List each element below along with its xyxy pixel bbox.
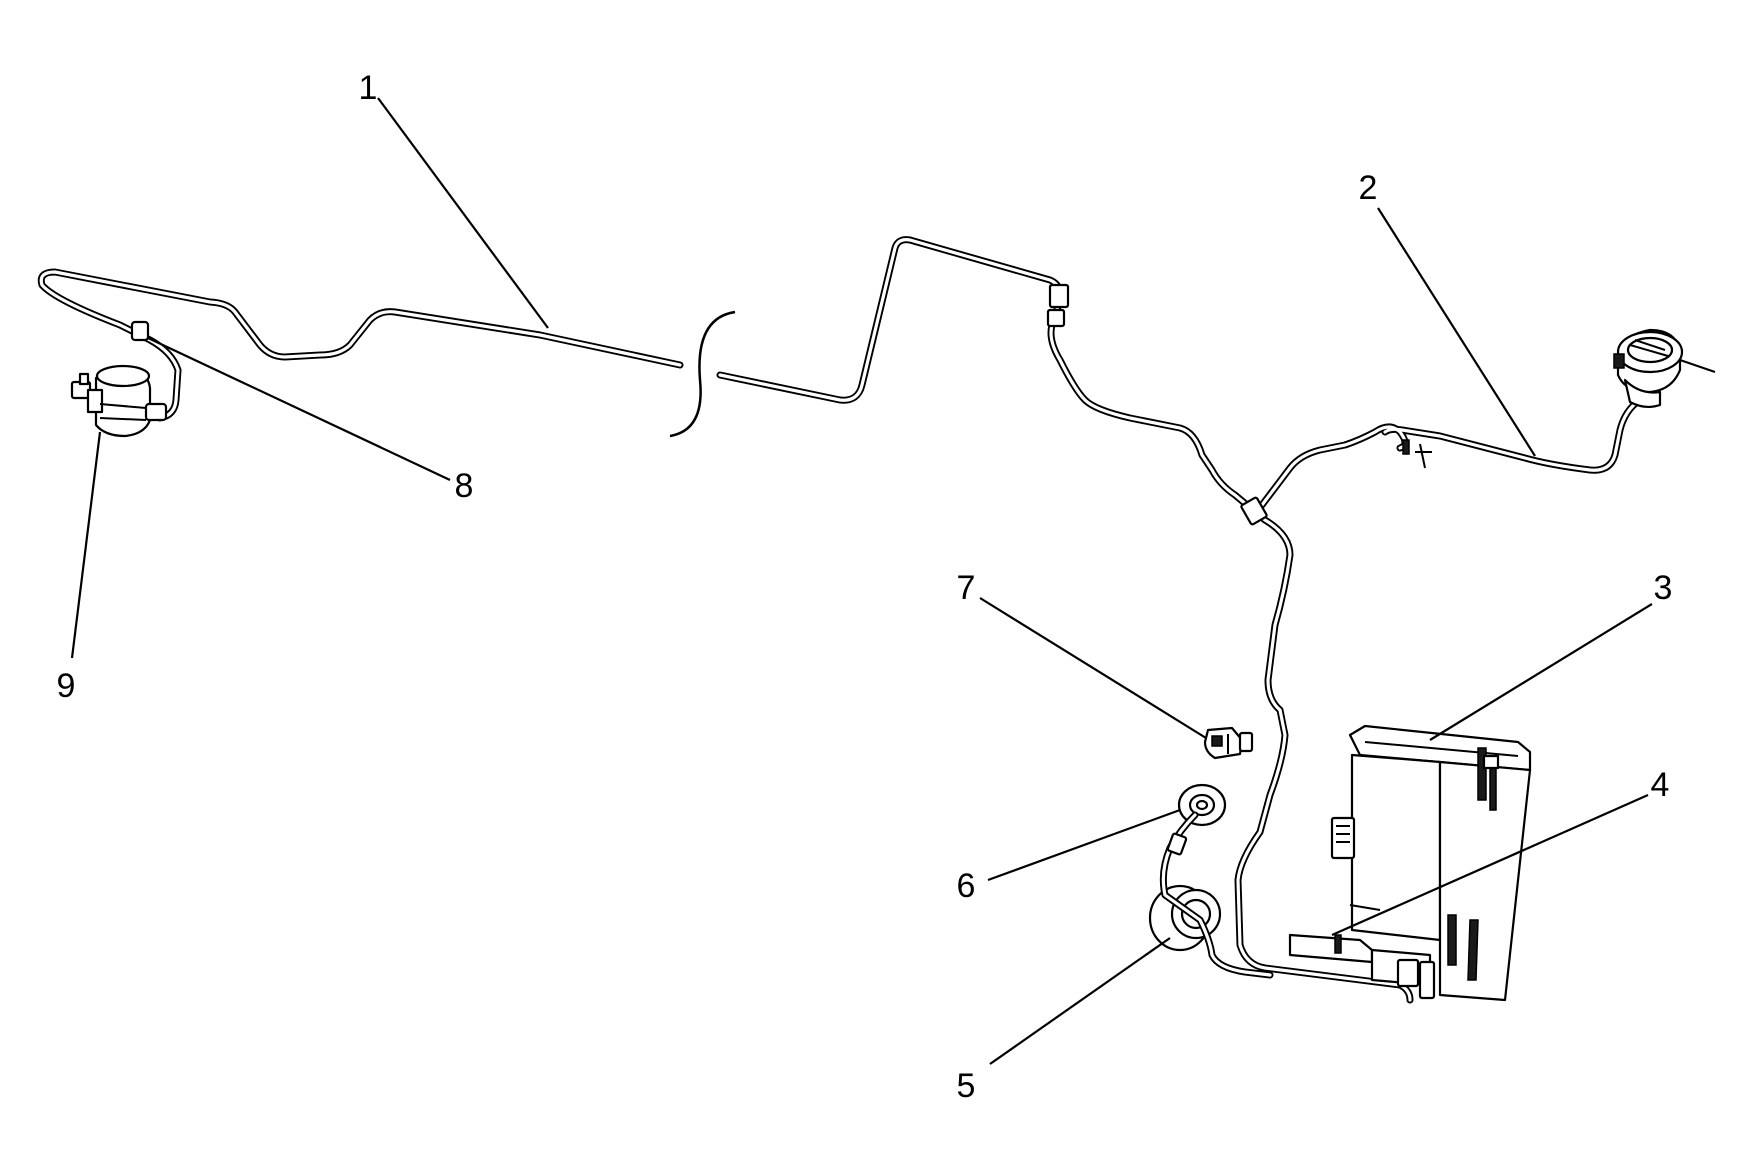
leader-6 <box>987 808 1181 882</box>
leader-lines <box>70 97 1653 1065</box>
leader-3 <box>1429 603 1653 741</box>
evap-pipe-left-section <box>37 268 684 422</box>
callout-2: 2 <box>1359 169 1378 207</box>
vent-filter-large <box>1148 811 1274 979</box>
vent-filter-small <box>1177 783 1227 827</box>
leader-7 <box>979 597 1207 739</box>
leader-8 <box>147 337 451 481</box>
fuel-cap-branch-pipe <box>1258 396 1644 509</box>
evap-pipe-right-section <box>716 236 1414 1004</box>
callout-1: 1 <box>359 69 378 107</box>
callout-7: 7 <box>957 569 976 607</box>
callout-3: 3 <box>1654 569 1673 607</box>
callout-5: 5 <box>957 1067 976 1105</box>
callout-8: 8 <box>455 467 474 505</box>
leader-2 <box>1377 207 1536 457</box>
leader-5 <box>989 937 1171 1065</box>
callout-4: 4 <box>1651 766 1670 804</box>
leader-4 <box>1331 793 1649 937</box>
pipe-break-symbol <box>669 310 736 438</box>
callout-numbers: 1 2 3 4 5 6 7 8 9 <box>57 69 1673 1105</box>
vent-valve-connector <box>1203 726 1254 760</box>
leader-1 <box>377 97 549 329</box>
purge-solenoid-valve <box>70 364 168 438</box>
pipe-connectors <box>130 283 1432 526</box>
leader-9 <box>70 431 102 659</box>
evap-canister <box>1288 724 1532 1002</box>
callout-9: 9 <box>57 667 76 705</box>
fuel-filler-cap <box>1613 328 1716 409</box>
callout-6: 6 <box>957 867 976 905</box>
